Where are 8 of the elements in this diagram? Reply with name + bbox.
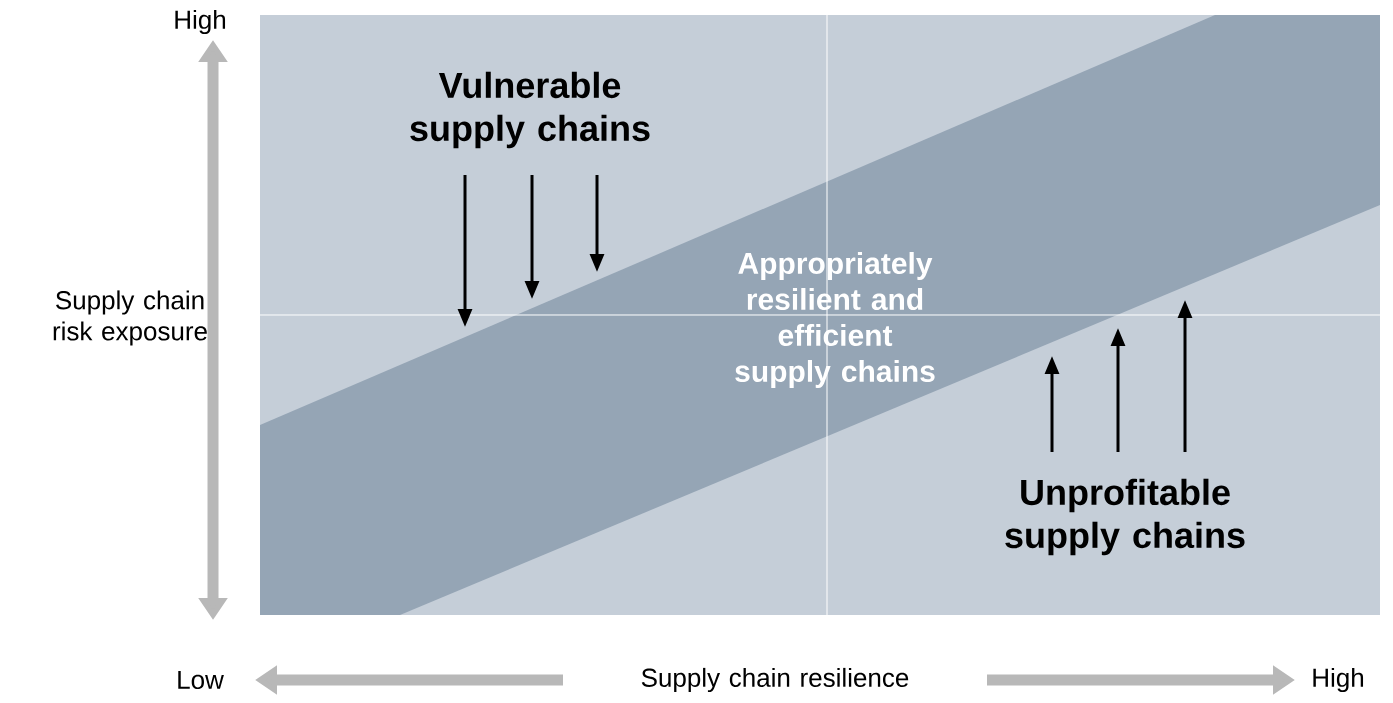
- band-label: Appropriately resilient and efficient supply chains: [735, 252, 935, 388]
- region-label: Vulnerable supply chains: [410, 71, 650, 149]
- axis-label: High: [1313, 667, 1364, 693]
- region-label: Unprofitable supply chains: [1005, 478, 1245, 556]
- axis-label: Supply chain resilience: [563, 665, 987, 695]
- axis-label: Supply chain risk exposure: [53, 290, 207, 346]
- axis-label: High: [175, 9, 226, 35]
- axis-label: Low: [178, 670, 224, 690]
